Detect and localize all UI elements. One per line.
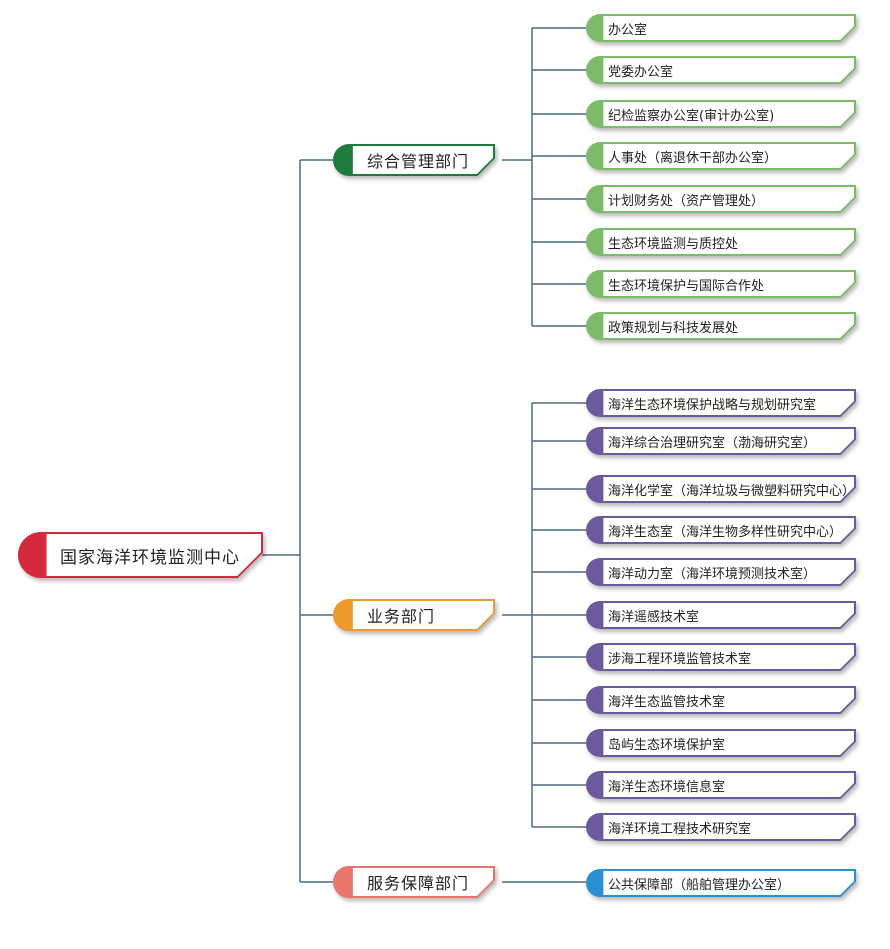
node-label: 海洋生态环境保护战略与规划研究室 — [608, 397, 817, 413]
node-label: 海洋生态监管技术室 — [608, 694, 726, 710]
leaf-node[interactable]: 海洋遥感技术室 — [586, 601, 856, 629]
leaf-node[interactable]: 岛屿生态环境保护室 — [586, 729, 856, 757]
node-shape — [586, 270, 856, 298]
leaf-node[interactable]: 纪检监察办公室(审计办公室) — [586, 100, 856, 128]
node-shape — [333, 599, 495, 631]
node-label: 国家海洋环境监测中心 — [60, 547, 240, 568]
node-label: 生态环境监测与质控处 — [608, 236, 739, 252]
node-label: 政策规划与科技发展处 — [608, 320, 739, 336]
leaf-node[interactable]: 海洋生态室（海洋生物多样性研究中心） — [586, 516, 856, 544]
node-label: 海洋综合治理研究室（渤海研究室） — [608, 435, 817, 451]
node-shape — [586, 14, 856, 42]
leaf-node[interactable]: 涉海工程环境监管技术室 — [586, 643, 856, 671]
root-node[interactable]: 国家海洋环境监测中心 — [18, 532, 263, 578]
leaf-node[interactable]: 计划财务处（资产管理处） — [586, 185, 856, 213]
leaf-node[interactable]: 海洋化学室（海洋垃圾与微塑料研究中心） — [586, 475, 856, 503]
node-label: 公共保障部（船舶管理办公室） — [608, 877, 791, 893]
node-label: 海洋生态环境信息室 — [608, 779, 726, 795]
node-shape — [586, 643, 856, 671]
leaf-node[interactable]: 海洋动力室（海洋环境预测技术室） — [586, 558, 856, 586]
node-label: 计划财务处（资产管理处） — [608, 193, 765, 209]
node-label: 生态环境保护与国际合作处 — [608, 278, 765, 294]
group-node-2[interactable]: 服务保障部门 — [333, 866, 495, 898]
node-shape — [586, 142, 856, 170]
node-shape — [333, 866, 495, 898]
leaf-node[interactable]: 海洋生态环境保护战略与规划研究室 — [586, 389, 856, 417]
node-shape — [586, 771, 856, 799]
node-shape — [586, 389, 856, 417]
leaf-node[interactable]: 海洋综合治理研究室（渤海研究室） — [586, 427, 856, 455]
group-node-1[interactable]: 业务部门 — [333, 599, 495, 631]
node-shape — [586, 475, 856, 503]
node-shape — [333, 144, 495, 176]
leaf-node[interactable]: 党委办公室 — [586, 56, 856, 84]
node-shape — [586, 100, 856, 128]
node-label: 海洋生态室（海洋生物多样性研究中心） — [608, 524, 843, 540]
node-shape — [586, 601, 856, 629]
node-shape — [586, 56, 856, 84]
node-shape — [586, 558, 856, 586]
leaf-node[interactable]: 公共保障部（船舶管理办公室） — [586, 869, 856, 897]
node-label: 涉海工程环境监管技术室 — [608, 651, 752, 667]
node-label: 岛屿生态环境保护室 — [608, 737, 726, 753]
group-node-0[interactable]: 综合管理部门 — [333, 144, 495, 176]
node-label: 党委办公室 — [608, 64, 674, 80]
node-shape — [586, 813, 856, 841]
leaf-node[interactable]: 海洋生态环境信息室 — [586, 771, 856, 799]
node-label: 海洋遥感技术室 — [608, 609, 700, 625]
node-shape — [586, 516, 856, 544]
node-label: 人事处（离退休干部办公室） — [608, 150, 778, 166]
leaf-node[interactable]: 海洋生态监管技术室 — [586, 686, 856, 714]
node-label: 办公室 — [608, 22, 648, 38]
node-shape — [586, 228, 856, 256]
leaf-node[interactable]: 生态环境保护与国际合作处 — [586, 270, 856, 298]
node-label: 海洋化学室（海洋垃圾与微塑料研究中心） — [608, 483, 856, 499]
node-shape — [586, 729, 856, 757]
node-label: 纪检监察办公室(审计办公室) — [608, 108, 775, 124]
node-shape — [586, 185, 856, 213]
node-shape — [586, 869, 856, 897]
node-label: 海洋环境工程技术研究室 — [608, 821, 752, 837]
node-label: 业务部门 — [367, 607, 436, 626]
node-label: 服务保障部门 — [367, 874, 470, 893]
leaf-node[interactable]: 生态环境监测与质控处 — [586, 228, 856, 256]
leaf-node[interactable]: 人事处（离退休干部办公室） — [586, 142, 856, 170]
node-shape — [18, 532, 263, 578]
node-shape — [586, 427, 856, 455]
node-shape — [586, 686, 856, 714]
node-label: 综合管理部门 — [367, 152, 470, 171]
leaf-node[interactable]: 办公室 — [586, 14, 856, 42]
node-label: 海洋动力室（海洋环境预测技术室） — [608, 566, 817, 582]
node-shape — [586, 312, 856, 340]
leaf-node[interactable]: 海洋环境工程技术研究室 — [586, 813, 856, 841]
leaf-node[interactable]: 政策规划与科技发展处 — [586, 312, 856, 340]
